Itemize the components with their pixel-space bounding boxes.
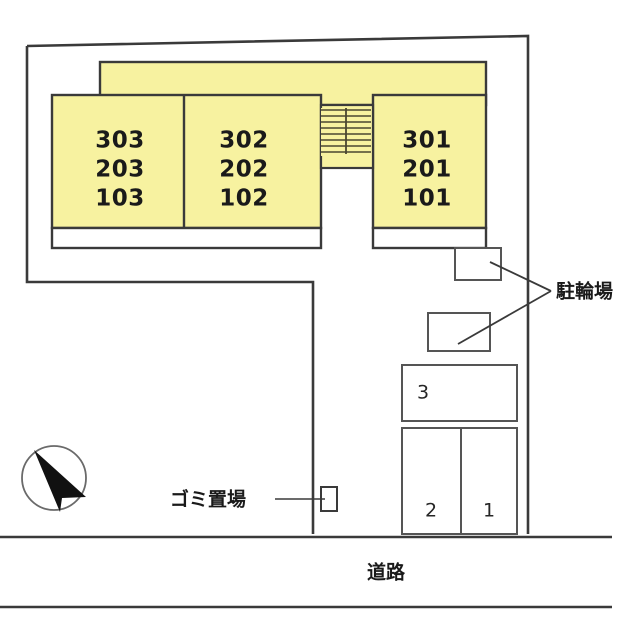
- unit-label-301: 301: [402, 128, 452, 154]
- unit-label-103: 103: [95, 186, 145, 212]
- property-boundary: [25, 34, 530, 534]
- unit-label-group-left: 303 203 103: [95, 128, 145, 212]
- parking-stall-1-label: 1: [483, 500, 495, 522]
- north-arrow: [21, 445, 87, 512]
- parking-stall-2-label: 2: [425, 500, 437, 522]
- walkway-strip-left: [50, 226, 323, 250]
- staircase-icon: [321, 108, 371, 156]
- unit-label-group-right: 301 201 101: [402, 128, 452, 212]
- unit-label-101: 101: [402, 186, 452, 212]
- unit-label-202: 202: [219, 157, 269, 183]
- bicycle-parking-leader-upper: [489, 261, 552, 292]
- unit-label-303: 303: [95, 128, 145, 154]
- garbage-area-group: ゴミ置場: [170, 486, 338, 512]
- unit-label-201: 201: [402, 157, 452, 183]
- parking-stall-block-2-1: [401, 427, 518, 535]
- garbage-area-label: ゴミ置場: [170, 488, 246, 511]
- north-arrow-needle: [34, 450, 86, 512]
- car-parking-group: 3 2 1: [401, 364, 518, 535]
- unit-label-302: 302: [219, 128, 269, 154]
- road-group: 道路: [0, 535, 612, 609]
- unit-label-102: 102: [219, 186, 269, 212]
- apartment-building: 303 203 103 302 202 102 301 201 101: [50, 60, 488, 250]
- parking-stall-3: [401, 364, 518, 422]
- walkway-strip-right: [371, 226, 488, 250]
- bicycle-parking-label: 駐輪場: [556, 280, 613, 303]
- unit-label-group-middle: 302 202 102: [219, 128, 269, 212]
- bicycle-parking-group: 駐輪場: [427, 247, 613, 352]
- bicycle-parking-leader-lower: [457, 290, 552, 345]
- unit-label-203: 203: [95, 157, 145, 183]
- road-label: 道路: [367, 561, 406, 584]
- parking-stall-3-label: 3: [417, 382, 429, 404]
- building-front-left-body: [50, 93, 323, 230]
